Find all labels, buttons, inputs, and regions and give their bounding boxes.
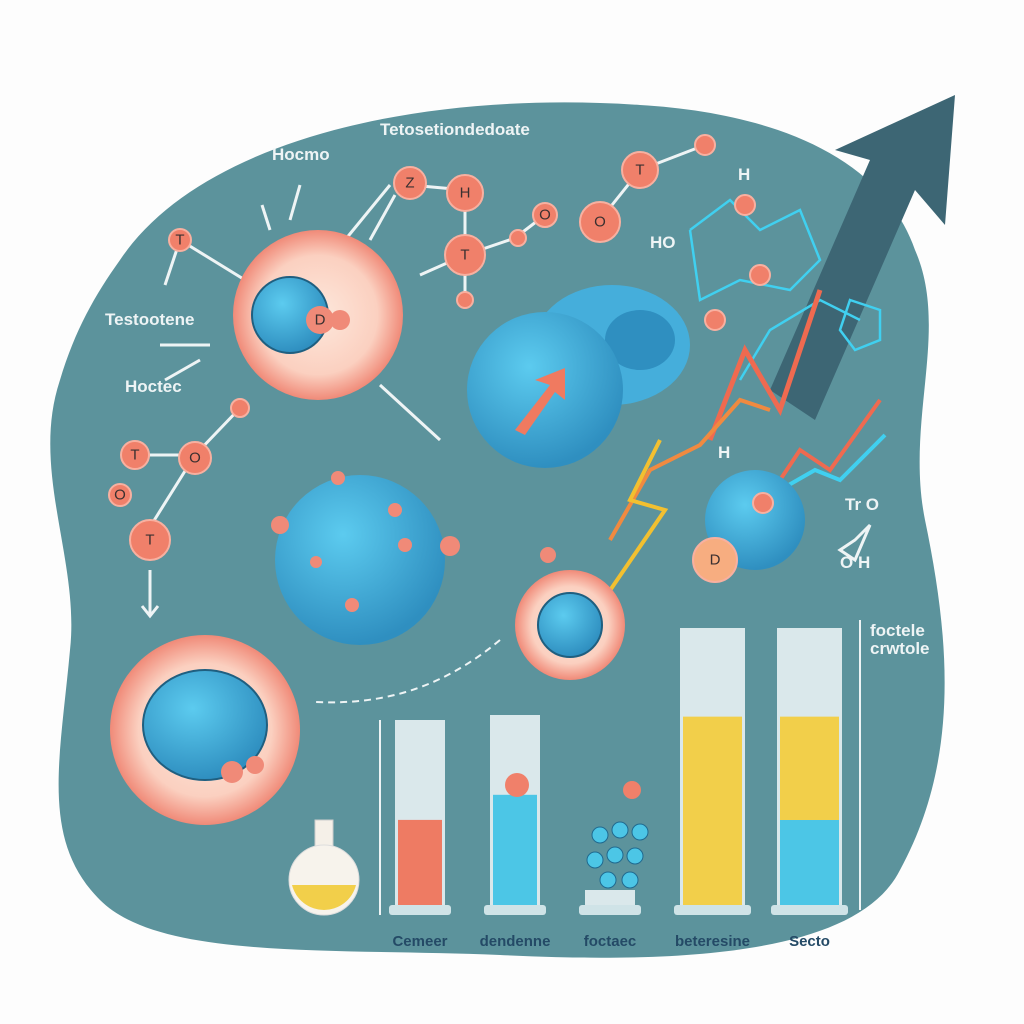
tube-base [771, 905, 848, 915]
tube-liquid-lower [780, 820, 839, 905]
tube-base [389, 905, 451, 915]
tube-label: Secto [789, 933, 830, 950]
tube-liquid [493, 794, 537, 905]
tube-base [484, 905, 546, 915]
test-tube: beteresine [674, 628, 751, 950]
trend-arrow-icon [770, 95, 955, 420]
tube-label: beteresine [675, 933, 750, 950]
tube-glass [585, 890, 635, 905]
atom-t3: T [175, 232, 184, 249]
side-label-2: crwtole [870, 639, 930, 658]
hormone-label: Hocmo [272, 145, 330, 164]
test-tube: Secto [771, 628, 848, 950]
atom-o1: O [594, 214, 606, 231]
down-arrow-icon [140, 600, 160, 619]
tube-atom [623, 781, 641, 799]
pills [467, 285, 690, 468]
formula-bottom-label: O H [840, 553, 870, 572]
atom-o2: O [189, 450, 201, 467]
tube-base [579, 905, 641, 915]
test-tube: Cemeer [389, 720, 451, 950]
test-tube: dendenne [480, 715, 551, 950]
title-label: Tetosetiondedoate [380, 120, 530, 139]
tube-label: Cemeer [392, 933, 447, 950]
atom-o4: O [539, 207, 551, 224]
cell-middle-dots [271, 471, 460, 612]
h-mid-label: H [718, 443, 730, 462]
atom-o3: O [114, 487, 126, 504]
tube-label: foctaec [584, 933, 637, 950]
hoctec-label: Hoctec [125, 377, 182, 396]
atom-t5: T [145, 532, 154, 549]
tube-liquid [398, 819, 442, 905]
flask-icon [288, 819, 360, 916]
cell-top [233, 230, 403, 400]
testosterone-label: Testootene [105, 310, 194, 329]
atom-d2: D [315, 312, 326, 329]
tube-label: dendenne [480, 933, 551, 950]
formula-top-label: Tr O [845, 495, 879, 514]
tube-atom [505, 773, 529, 797]
cell-small [515, 547, 625, 680]
atom-h: H [460, 185, 471, 202]
yellow-arrow-line [598, 439, 669, 607]
cell-rays [160, 184, 442, 442]
cell-middle [275, 475, 445, 645]
cell-bottom [110, 635, 300, 825]
tube-base [674, 905, 751, 915]
h-top-label: H [738, 165, 750, 184]
atoms [108, 134, 774, 583]
atom-z: Z [405, 175, 414, 192]
cyan-arrow-line [779, 433, 887, 492]
side-label-1: foctele [870, 621, 925, 640]
orange-zigzag-line [608, 397, 771, 541]
test-tubes: Cemeer dendenne foctaec beteresine Secto [389, 628, 848, 950]
atom-t2: T [635, 162, 644, 179]
beads [586, 821, 649, 889]
ho-label: HO [650, 233, 676, 252]
dashed-arrow [314, 639, 501, 704]
red-zigzag-line [707, 289, 823, 441]
atom-t4: T [130, 447, 139, 464]
tube-liquid [683, 716, 742, 905]
atom-t1: T [460, 247, 469, 264]
test-tube: foctaec [579, 890, 641, 950]
atom-d1: D [710, 552, 721, 569]
